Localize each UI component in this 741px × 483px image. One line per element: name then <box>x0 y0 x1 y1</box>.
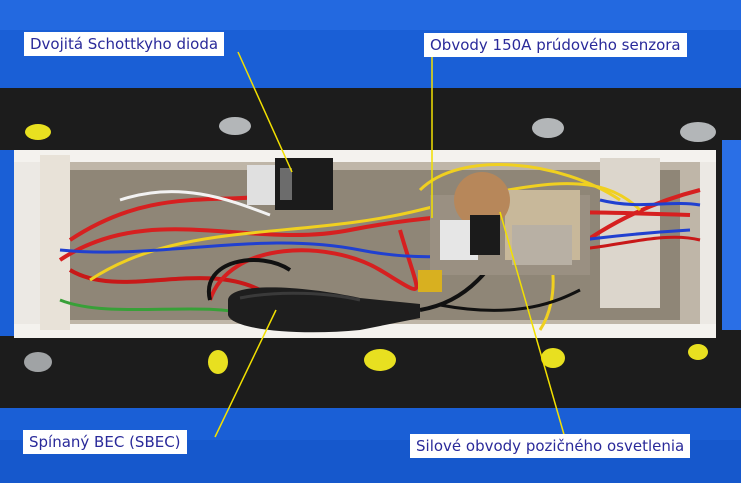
schottky-diode-label: Dvojitá Schottkyho dioda <box>24 32 225 56</box>
black-tape-bottom <box>0 336 741 408</box>
leader-line <box>237 51 293 173</box>
glue-dot <box>364 349 396 371</box>
black-tape-top <box>0 88 741 150</box>
sbec-label: Spínaný BEC (SBEC) <box>23 430 187 454</box>
current-sensor-component <box>430 172 590 275</box>
glue-dot <box>25 124 51 140</box>
schottky-diode-component <box>247 158 333 210</box>
position-lights-label: Silové obvody pozičného osvetlenia <box>410 434 691 458</box>
glue-dot <box>688 344 708 360</box>
glue-dot <box>208 350 228 374</box>
current-sensor-label: Obvody 150A prúdového senzora <box>424 33 687 57</box>
glue-dot <box>541 348 565 368</box>
sbec-component <box>228 287 420 333</box>
leader-line <box>214 309 277 438</box>
leader-line <box>499 211 566 439</box>
